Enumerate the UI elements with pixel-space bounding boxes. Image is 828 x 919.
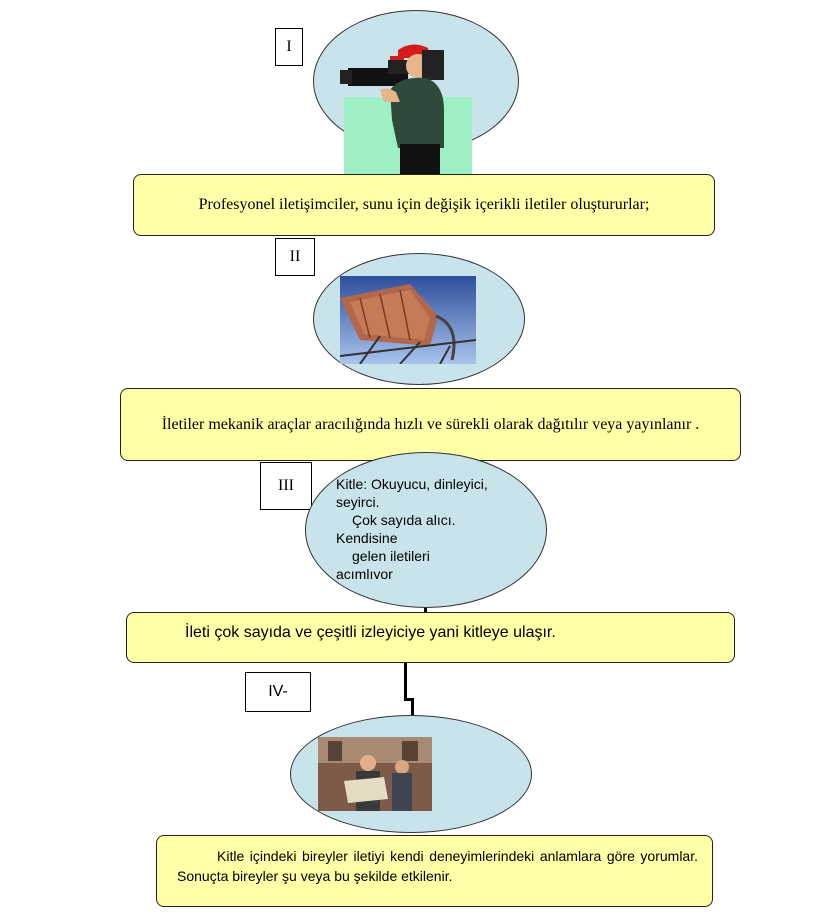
- people-reading-newspaper-icon: [318, 737, 432, 811]
- bubble-line: Çok sayıda alıcı.: [352, 512, 456, 528]
- step-3-label: III: [260, 462, 312, 510]
- bubble-line: gelen iletileri: [352, 548, 430, 564]
- step-3-text: İleti çok sayıda ve çeşitli izleyiciye y…: [185, 624, 556, 641]
- step-1-text: Profesyonel iletişimciler, sunu için değ…: [198, 196, 650, 214]
- cameraman-icon: [340, 44, 472, 180]
- step-2-text: İletiler mekanik araçlar aracılığında hı…: [161, 415, 700, 433]
- bubble-line: Kendisine: [336, 530, 398, 546]
- step-3-box: İleti çok sayıda ve çeşitli izleyiciye y…: [126, 612, 735, 663]
- bubble-line: seyirci.: [336, 494, 380, 510]
- step-4-label: IV-: [245, 672, 311, 712]
- step-4-text: Kitle içindeki bireyler iletiyi kendi de…: [177, 848, 698, 884]
- bubble-line: Kitle: Okuyucu, dinleyici,: [336, 476, 488, 492]
- connector-3-4-vertical: [404, 660, 407, 700]
- step-3-bubble-text: Kitle: Okuyucu, dinleyici, seyirci. Çok …: [336, 475, 536, 579]
- step-2-label: II: [275, 238, 315, 276]
- step-2-box: İletiler mekanik araçlar aracılığında hı…: [120, 388, 741, 461]
- bubble-line: açımlıyor: [336, 566, 393, 579]
- step-4-box: Kitle içindeki bireyler iletiyi kendi de…: [156, 835, 713, 907]
- step-1-label: I: [275, 28, 303, 66]
- step-1-box: Profesyonel iletişimciler, sunu için değ…: [133, 174, 715, 236]
- connector-3-4-horizontal: [404, 698, 414, 701]
- connector-3-4-lower: [411, 698, 414, 718]
- step-3-oval: Kitle: Okuyucu, dinleyici, seyirci. Çok …: [305, 452, 547, 608]
- connector-bubble-3: [424, 604, 427, 614]
- satellite-dish-icon: [340, 276, 476, 364]
